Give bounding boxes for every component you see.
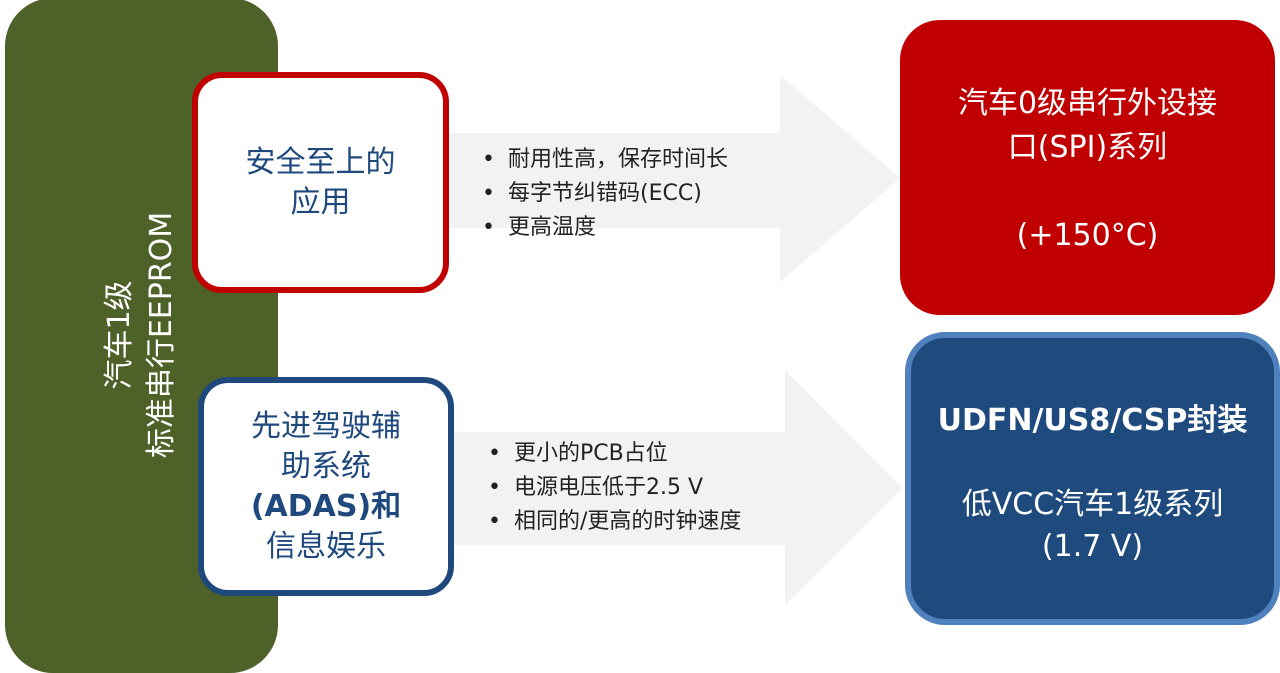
label-line: 应用 <box>290 184 351 220</box>
eeprom-panel-label: 汽车1级 标准串行EEPROM <box>99 212 183 458</box>
item-text: 相同的/更高的时钟速度 <box>514 509 742 534</box>
list-item: • 耐用性高，保存时间长 <box>460 143 728 177</box>
safety-critical-box: 安全至上的应用 <box>192 72 449 293</box>
label-line: 信息娱乐 <box>266 528 386 564</box>
label-line: 安全至上的 <box>245 144 396 180</box>
label-line: 低VCC汽车1级系列 <box>961 487 1224 522</box>
grade0-spi-box: 汽车0级串行外设接 口(SPI)系列 (+150°C) <box>900 20 1275 315</box>
bullet-icon: • <box>482 181 495 206</box>
top-arrow <box>449 75 900 282</box>
low-vcc-box: UDFN/US8/CSP封装 低VCC汽车1级系列 (1.7 V) <box>905 332 1280 625</box>
item-text: 更高温度 <box>508 215 597 240</box>
list-item: • 更小的PCB占位 <box>466 437 741 471</box>
label-line: (1.7 V) <box>1041 529 1144 564</box>
label-line: UDFN/US8/CSP封装 <box>937 403 1248 438</box>
item-text: 电源电压低于2.5 V <box>514 475 704 500</box>
item-text: 更小的PCB占位 <box>514 441 668 466</box>
bottom-feature-list: • 更小的PCB占位 • 电源电压低于2.5 V • 相同的/更高的时钟速度 <box>466 437 741 539</box>
label-line: 汽车0级串行外设接 <box>957 86 1218 121</box>
bullet-icon: • <box>488 441 501 466</box>
list-item: • 每字节纠错码(ECC) <box>460 177 728 211</box>
item-text: 耐用性高，保存时间长 <box>508 147 729 172</box>
bullet-icon: • <box>488 475 501 500</box>
label-line: (+150°C) <box>1016 218 1159 253</box>
list-item: • 更高温度 <box>460 211 728 245</box>
label-line: 口(SPI)系列 <box>1007 130 1168 165</box>
top-feature-list: • 耐用性高，保存时间长 • 每字节纠错码(ECC) • 更高温度 <box>460 143 728 245</box>
bullet-icon: • <box>482 147 495 172</box>
label-line: 标准串行EEPROM <box>144 211 179 459</box>
bottom-arrow <box>454 370 902 605</box>
adas-box: 先进驾驶辅 助系统 (ADAS)和 信息娱乐 <box>198 377 454 596</box>
list-item: • 电源电压低于2.5 V <box>466 471 741 505</box>
item-text: 每字节纠错码(ECC) <box>508 181 702 206</box>
label-line: 汽车1级 <box>102 280 137 390</box>
label-line: 先进驾驶辅 <box>251 408 401 444</box>
bullet-icon: • <box>488 509 501 534</box>
label-line: 助系统 <box>281 448 371 484</box>
list-item: • 相同的/更高的时钟速度 <box>466 505 741 539</box>
bullet-icon: • <box>482 215 495 240</box>
label-line: (ADAS)和 <box>250 488 402 524</box>
